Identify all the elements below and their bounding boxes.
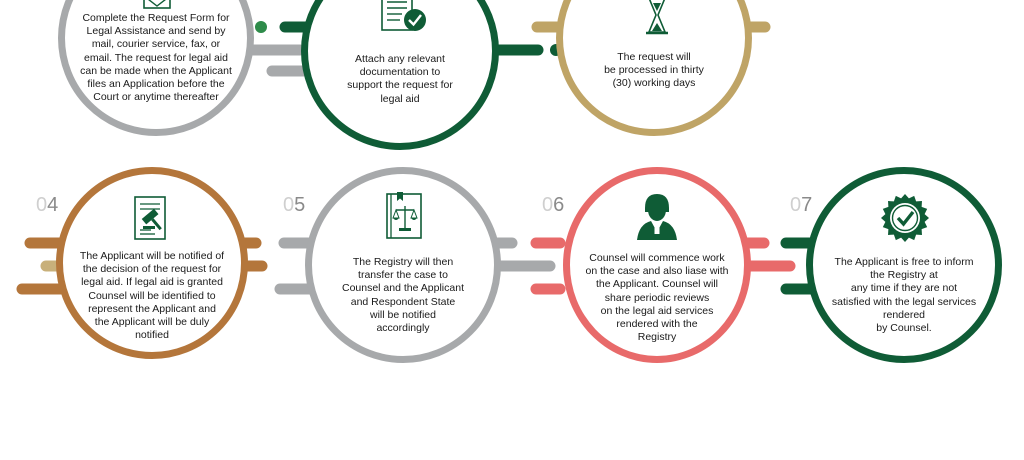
step-7-text: The Applicant is free to inform the Regi…	[831, 256, 977, 335]
step-6-text: Counsel will commence work on the case a…	[585, 252, 729, 344]
document-check-icon	[381, 0, 426, 31]
step-1-text: Complete the Request Form for Legal Assi…	[80, 12, 232, 104]
hourglass-icon	[646, 0, 668, 35]
step-4-number: 04	[36, 195, 58, 215]
step-4-text: The Applicant will be notified of the de…	[79, 250, 225, 342]
step-4-number-ones: 4	[47, 194, 59, 216]
step-6-number: 06	[542, 195, 564, 215]
step-4-number-tens: 0	[36, 194, 48, 216]
gavel-document-icon	[134, 196, 166, 240]
step-3-text: The request will be processed in thirty …	[604, 51, 704, 90]
step-7-number-tens: 0	[790, 194, 802, 216]
step-5-number-ones: 5	[294, 194, 306, 216]
step-7-number: 07	[790, 195, 812, 215]
step-6-number-ones: 6	[553, 194, 565, 216]
law-book-icon	[386, 192, 422, 239]
lawyer-icon	[637, 194, 677, 240]
badge-check-icon	[881, 194, 929, 242]
connector-dot	[255, 21, 267, 33]
step-5-text: The Registry will then transfer the case…	[341, 256, 464, 335]
step-7-number-ones: 7	[801, 194, 813, 216]
step-2-text: Attach any relevant documentation to sup…	[347, 53, 453, 105]
envelope-icon	[143, 0, 171, 9]
step-6-number-tens: 0	[542, 194, 554, 216]
step-5-number-tens: 0	[283, 194, 295, 216]
step-5-number: 05	[283, 195, 305, 215]
